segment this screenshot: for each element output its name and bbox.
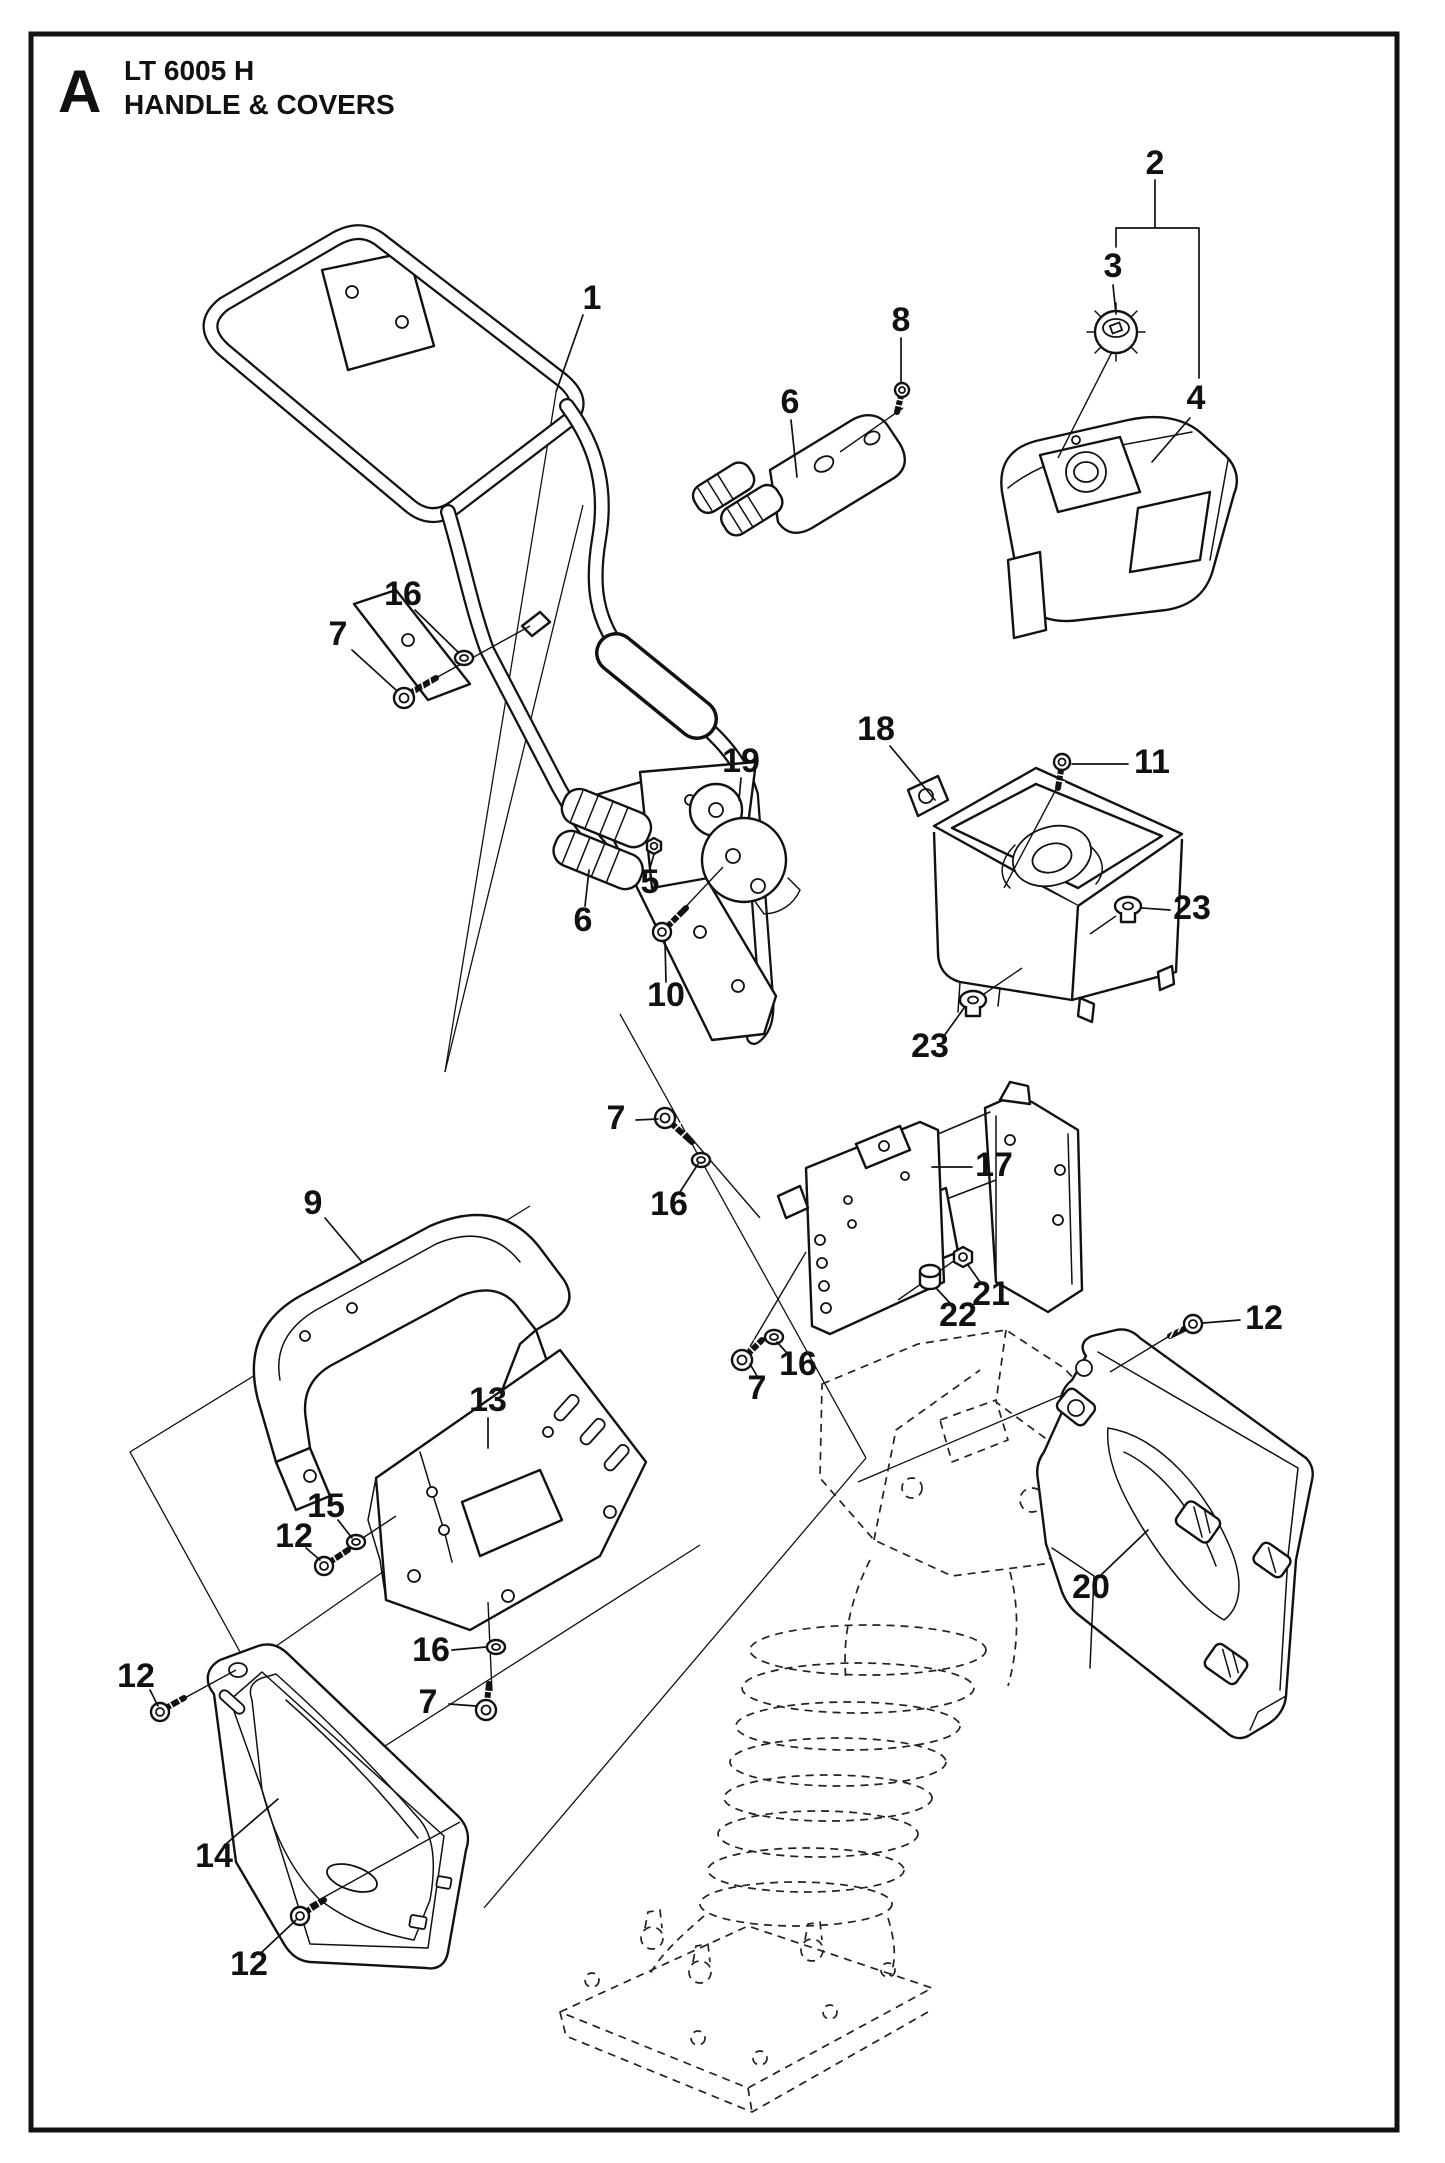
screw-10 [651, 905, 689, 943]
part-callout-14: 14 [195, 1837, 233, 1875]
spacer-22 [918, 1263, 942, 1291]
fuel-tank [1000, 415, 1238, 640]
part-callout-12: 12 [117, 1657, 155, 1695]
engine-bracket [776, 1080, 1084, 1336]
rammer-base-reference [559, 1329, 1119, 2113]
part-callout-22: 22 [939, 1296, 977, 1334]
air-filter-housing [906, 766, 1184, 1024]
screw-7-lower [730, 1337, 765, 1372]
part-callout-7: 7 [748, 1369, 767, 1407]
part-callout-5: 5 [641, 863, 660, 901]
part-callout-3: 3 [1104, 247, 1123, 285]
handle-frame [211, 232, 778, 1040]
handlebar-clamp-upper [691, 414, 906, 537]
part-callout-9: 9 [304, 1184, 323, 1222]
nut-21 [952, 1245, 974, 1269]
part-callout-16: 16 [650, 1185, 688, 1223]
nut-5 [645, 836, 663, 856]
washer-16-lower [763, 1328, 785, 1346]
grommet-23-bottom [958, 989, 988, 1018]
part-callout-15: 15 [307, 1487, 345, 1525]
part-callout-1: 1 [583, 279, 602, 317]
washer-15 [345, 1533, 367, 1551]
part-callout-16: 16 [412, 1631, 450, 1669]
screw-12-right [1167, 1313, 1204, 1339]
title-block: A LT 6005 H HANDLE & COVERS [58, 55, 395, 125]
part-callout-7: 7 [607, 1099, 626, 1137]
part-callout-16: 16 [384, 575, 422, 613]
washer-16-mid [690, 1151, 712, 1169]
screw-11 [1052, 752, 1072, 791]
part-callout-21: 21 [972, 1275, 1010, 1313]
part-callout-23: 23 [911, 1027, 949, 1065]
grommet-23-right [1113, 895, 1143, 924]
part-callout-12: 12 [275, 1517, 313, 1555]
page-border [28, 31, 1400, 2133]
part-callout-20: 20 [1072, 1568, 1110, 1606]
part-callout-12: 12 [230, 1945, 268, 1983]
fastener-axis-lines [169, 351, 1187, 1907]
screw-12-mid-left [313, 1547, 351, 1577]
part-callout-8: 8 [892, 301, 911, 339]
callout-labels: 1234566777789101112121212131415161616161… [117, 144, 1283, 1983]
part-callout-18: 18 [857, 710, 895, 748]
screw-7-bottom [474, 1681, 498, 1722]
part-callout-12: 12 [1245, 1299, 1283, 1337]
part-callout-10: 10 [647, 976, 685, 1014]
bottom-guard-plate [367, 1348, 648, 1632]
screw-7-upper-left [392, 672, 439, 710]
screw-7-mid [653, 1106, 695, 1145]
section-title: HANDLE & COVERS [124, 89, 395, 120]
part-callout-13: 13 [469, 1381, 507, 1419]
washer-16-bottom [485, 1638, 507, 1656]
part-callout-11: 11 [1134, 743, 1170, 781]
vibration-damper [688, 782, 801, 915]
part-callout-4: 4 [1187, 379, 1206, 417]
part-callout-6: 6 [574, 901, 593, 939]
part-callout-17: 17 [975, 1146, 1013, 1184]
part-callout-6: 6 [781, 383, 800, 421]
model-title: LT 6005 H [124, 55, 254, 86]
page-letter: A [58, 58, 101, 125]
right-side-cover [1036, 1328, 1314, 1740]
part-callout-19: 19 [722, 742, 760, 780]
fasteners [149, 381, 1204, 1927]
part-callout-7: 7 [329, 615, 348, 653]
washer-16-upper-left [453, 649, 475, 667]
screw-12-left [149, 1694, 187, 1723]
part-callout-7: 7 [419, 1683, 438, 1721]
part-callout-2: 2 [1146, 144, 1165, 182]
screw-8 [893, 381, 911, 415]
part-callout-16: 16 [779, 1345, 817, 1383]
callout-leaders [149, 179, 1241, 1953]
left-side-cover [206, 1643, 470, 1970]
part-callout-23: 23 [1173, 889, 1211, 927]
